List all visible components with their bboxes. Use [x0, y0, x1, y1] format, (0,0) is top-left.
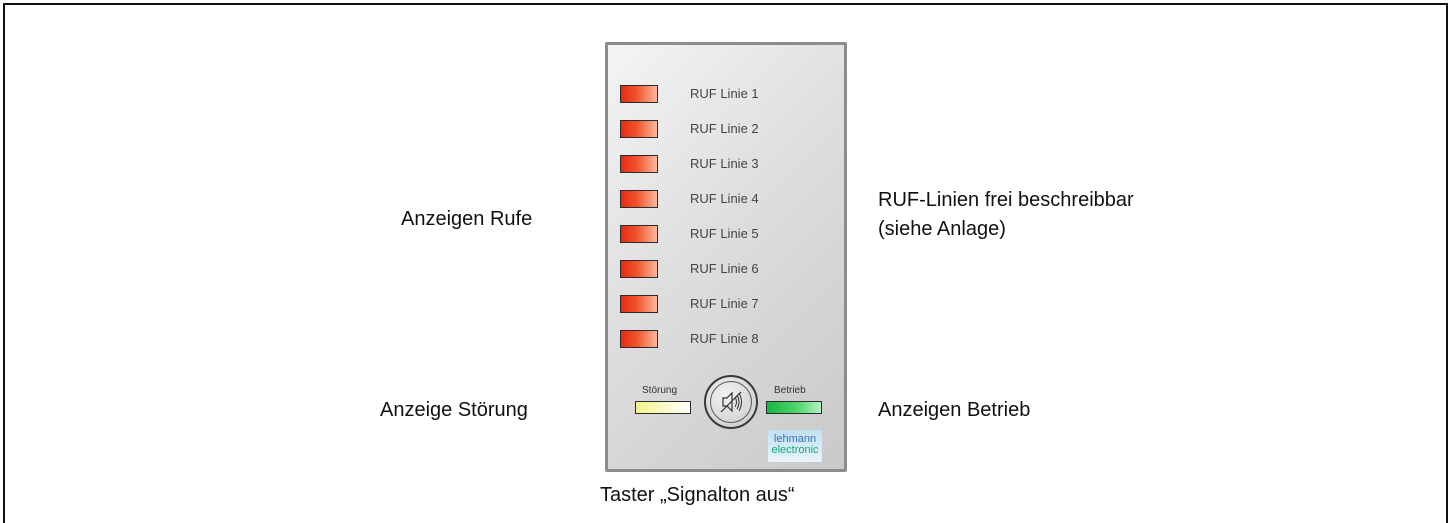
call-line-row: RUF Linie 6 — [620, 260, 820, 280]
lehmann-electronic-logo: lehmann electronic — [768, 430, 822, 462]
call-led — [620, 85, 658, 103]
call-line-label: RUF Linie 4 — [690, 191, 759, 206]
call-led — [620, 295, 658, 313]
call-line-row: RUF Linie 4 — [620, 190, 820, 210]
call-line-row: RUF Linie 7 — [620, 295, 820, 315]
diagram-frame — [3, 3, 1448, 523]
indicator-panel: RUF Linie 1 RUF Linie 2 RUF Linie 3 RUF … — [605, 42, 847, 472]
call-led — [620, 190, 658, 208]
call-led — [620, 330, 658, 348]
speaker-mute-icon — [720, 391, 742, 413]
fault-led — [635, 401, 691, 414]
stoerung-label: Störung — [642, 385, 678, 396]
callout-taster-signalton: Taster „Signalton aus“ — [600, 484, 795, 506]
call-line-label: RUF Linie 6 — [690, 261, 759, 276]
call-line-label: RUF Linie 1 — [690, 86, 759, 101]
call-line-row: RUF Linie 2 — [620, 120, 820, 140]
call-line-label: RUF Linie 5 — [690, 226, 759, 241]
mute-button-ring — [710, 381, 752, 423]
call-line-row: RUF Linie 8 — [620, 330, 820, 350]
call-line-label: RUF Linie 3 — [690, 156, 759, 171]
call-line-label: RUF Linie 8 — [690, 331, 759, 346]
call-led — [620, 155, 658, 173]
callout-ruf-linien-line2: (siehe Anlage) — [878, 218, 1006, 240]
call-line-row: RUF Linie 3 — [620, 155, 820, 175]
call-line-label: RUF Linie 7 — [690, 296, 759, 311]
call-line-row: RUF Linie 1 — [620, 85, 820, 105]
call-led — [620, 260, 658, 278]
betrieb-label: Betrieb — [774, 385, 806, 396]
call-led — [620, 120, 658, 138]
callout-anzeigen-betrieb: Anzeigen Betrieb — [878, 399, 1031, 421]
callout-ruf-linien-line1: RUF-Linien frei beschreibbar — [878, 189, 1134, 211]
callout-anzeigen-rufe: Anzeigen Rufe — [401, 208, 533, 230]
call-line-label: RUF Linie 2 — [690, 121, 759, 136]
logo-text-lehmann: lehmann — [773, 433, 817, 445]
call-line-row: RUF Linie 5 — [620, 225, 820, 245]
callout-anzeige-stoerung: Anzeige Störung — [380, 399, 528, 421]
operation-led — [766, 401, 822, 414]
signal-mute-button[interactable] — [704, 375, 758, 429]
logo-text-electronic: electronic — [771, 444, 819, 456]
call-led — [620, 225, 658, 243]
